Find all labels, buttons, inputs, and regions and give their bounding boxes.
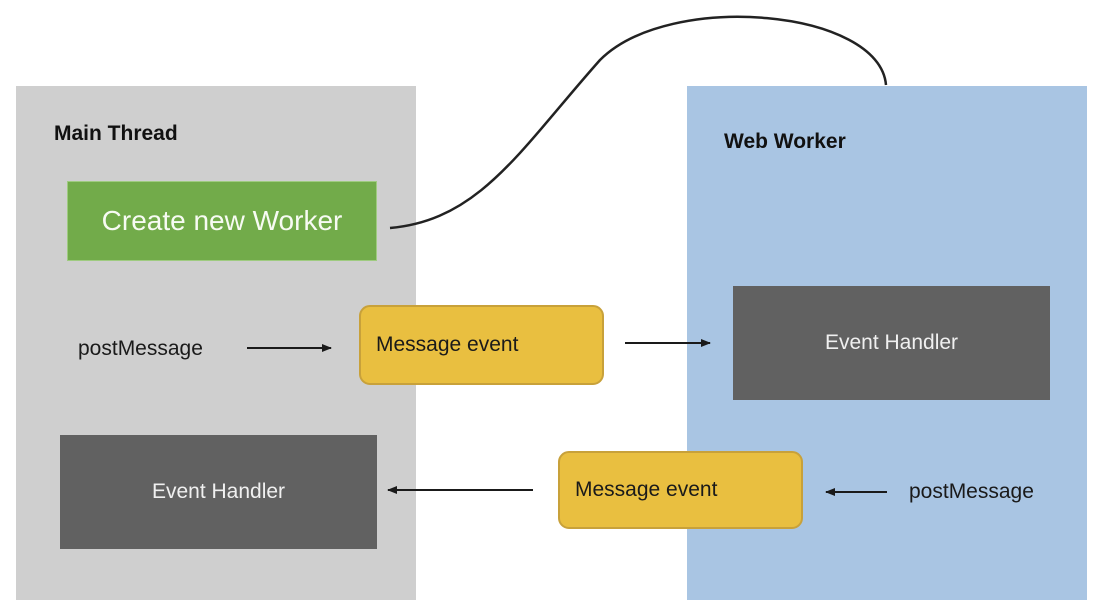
create-worker-box: Create new Worker <box>67 181 377 261</box>
main-event-handler: Event Handler <box>60 435 377 549</box>
worker-event-handler-label: Event Handler <box>824 331 959 354</box>
message-event-label: Message event <box>575 478 718 501</box>
message-event-to-worker: Message event <box>359 305 604 385</box>
main-thread-title: Main Thread <box>54 122 178 145</box>
web-worker-title: Web Worker <box>724 130 846 153</box>
main-event-handler-label: Event Handler <box>151 480 286 503</box>
worker-post-message-label: postMessage <box>909 480 1034 503</box>
message-event-to-main: Message event <box>558 451 803 529</box>
worker-event-handler: Event Handler <box>733 286 1050 400</box>
message-event-label: Message event <box>376 333 519 356</box>
main-post-message-label: postMessage <box>78 337 203 360</box>
create-worker-label: Create new Worker <box>101 205 343 236</box>
